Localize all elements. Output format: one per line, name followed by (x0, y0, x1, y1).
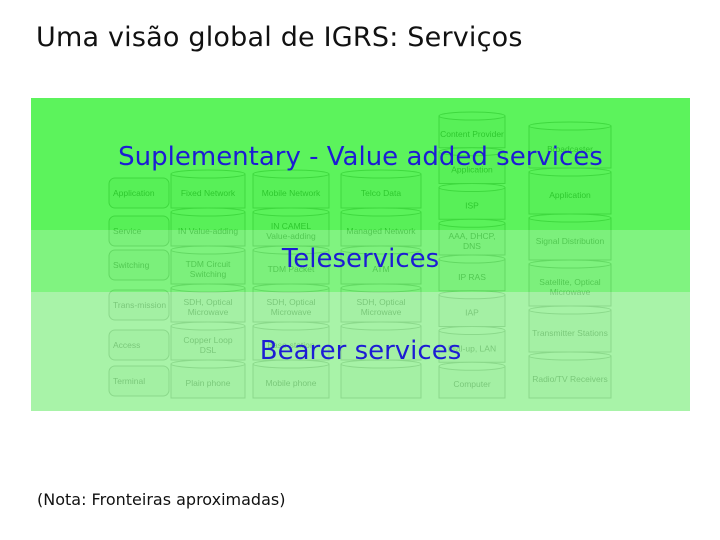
band-bearer (31, 292, 690, 411)
band-value-added (31, 98, 690, 230)
label-teleservices: Teleservices (281, 244, 440, 274)
label-value-added-services: Suplementary - Value added services (118, 142, 603, 172)
igrs-services-diagram: ApplicationServiceSwitchingTrans-mission… (31, 98, 690, 411)
band-teleservices (31, 230, 690, 292)
footnote: (Nota: Fronteiras aproximadas) (37, 490, 286, 509)
label-bearer-services: Bearer services (259, 336, 462, 366)
slide-title: Uma visão global de IGRS: Serviços (36, 22, 523, 53)
